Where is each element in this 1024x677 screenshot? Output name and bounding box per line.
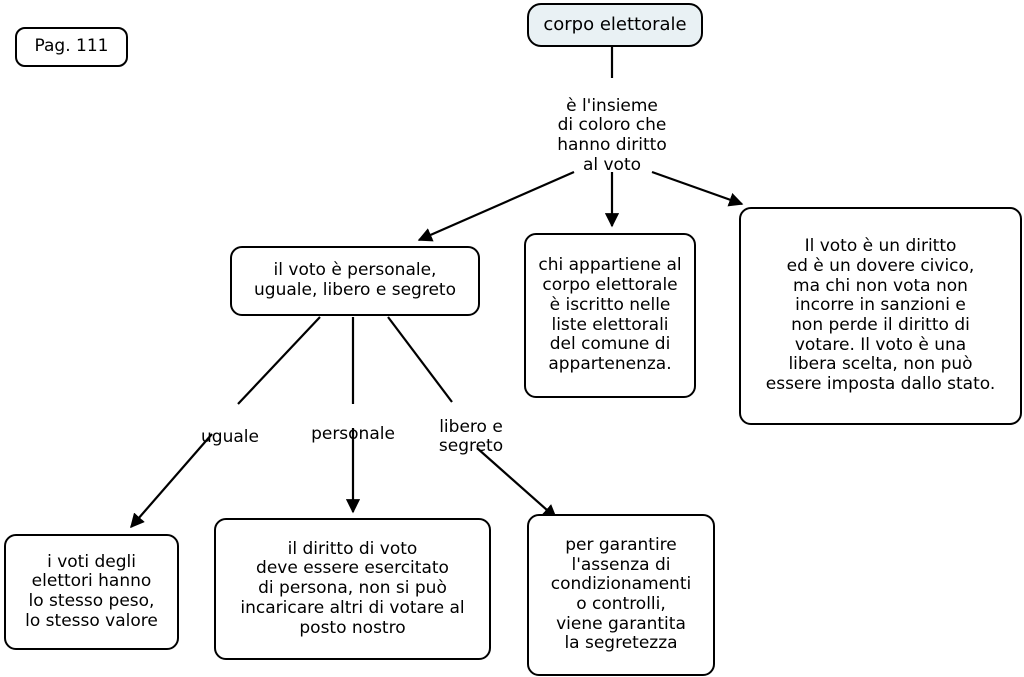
edge-label-libero-segreto-text: libero e segreto <box>438 416 504 457</box>
node-caratteri-voto-label: il voto è personale, uguale, libero e se… <box>254 260 456 300</box>
edge-label-root-branch-text: è l'insieme di coloro che hanno diritto … <box>557 95 667 175</box>
edge-label-libero-segreto: libero e segreto <box>418 398 524 457</box>
edge-label-uguale-text: uguale <box>201 426 259 447</box>
node-segretezza-label: per garantire l'assenza di condizionamen… <box>550 534 692 654</box>
node-diritto-dovere[interactable]: Il voto è un diritto ed è un dovere civi… <box>739 207 1022 425</box>
node-segretezza[interactable]: per garantire l'assenza di condizionamen… <box>527 514 715 676</box>
edge-caratteri-to-libero-label <box>387 316 453 403</box>
node-voti-stesso-peso[interactable]: i voti degli elettori hanno lo stesso pe… <box>4 534 179 650</box>
node-diritto-voto-persona[interactable]: il diritto di voto deve essere esercitat… <box>214 518 491 660</box>
edge-label-root-branch: è l'insieme di coloro che hanno diritto … <box>512 77 712 176</box>
node-iscrizione-liste[interactable]: chi appartiene al corpo elettorale è isc… <box>524 233 696 398</box>
node-corpo-elettorale[interactable]: corpo elettorale <box>527 3 703 47</box>
node-caratteri-voto[interactable]: il voto è personale, uguale, libero e se… <box>230 246 480 316</box>
edge-caratteri-to-uguale-label <box>237 316 321 405</box>
page-number-badge: Pag. 111 <box>15 27 128 67</box>
edge-label-personale-text: personale <box>311 423 395 444</box>
edge-label-personale: personale <box>288 405 418 444</box>
edge-root-to-caratteri <box>417 170 575 242</box>
edge-root-to-diritto <box>651 170 744 207</box>
page-number-text: Pag. 111 <box>34 36 109 57</box>
edge-uguale-to-voti <box>130 433 213 529</box>
node-diritto-dovere-label: Il voto è un diritto ed è un dovere civi… <box>765 236 996 395</box>
node-diritto-voto-persona-label: il diritto di voto deve essere esercitat… <box>240 538 465 638</box>
node-voti-stesso-peso-label: i voti degli elettori hanno lo stesso pe… <box>25 551 158 631</box>
edge-label-uguale: uguale <box>175 408 285 447</box>
node-iscrizione-liste-label: chi appartiene al corpo elettorale è isc… <box>538 255 682 374</box>
edge-libero-to-segretezza <box>476 447 558 519</box>
node-corpo-elettorale-label: corpo elettorale <box>543 13 687 35</box>
